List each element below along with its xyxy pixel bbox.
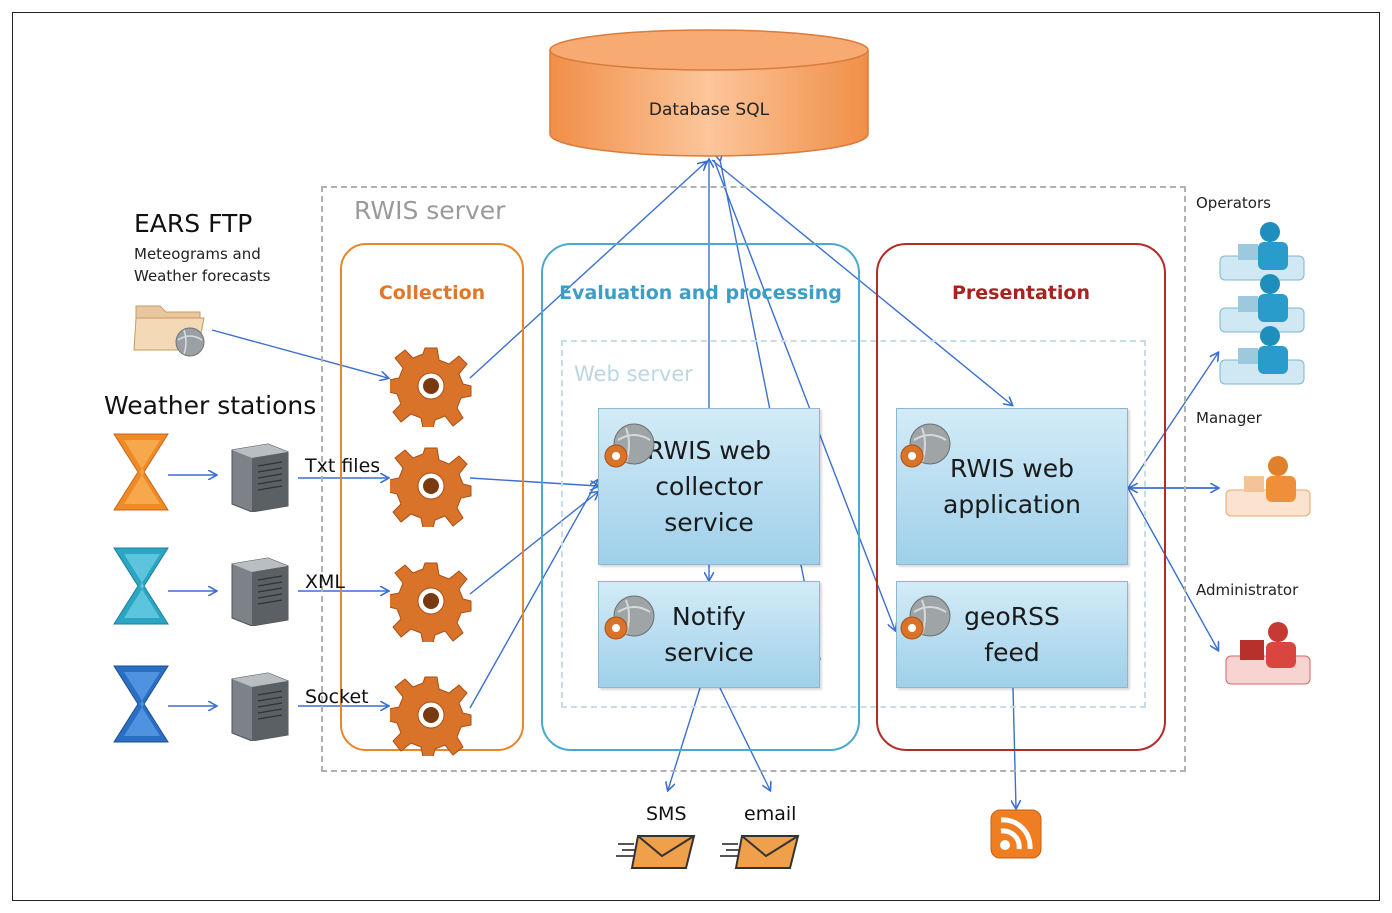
envelope-icon [720,835,800,869]
collection-title: Collection [378,282,486,304]
server-tower-icon [231,672,289,741]
notify-service-label: Notify service [664,601,754,667]
arrow-gear3-collector [469,492,598,595]
arrow-gear1-db [469,162,706,379]
arrow-notify-email [719,687,770,790]
socket-label: Socket [305,686,369,708]
administrator-icon [1225,622,1311,685]
presentation-title: Presentation [952,282,1090,304]
manager-icon [1225,456,1311,517]
folder-globe-icon [133,305,205,357]
arrow-notify-sms [668,687,701,790]
globe-gear-icon [900,595,951,640]
arrow-gear4-collector [469,480,598,709]
globe-gear-icon [900,423,951,468]
ears-title: EARS FTP [134,209,253,238]
arrow-webapp-operators [1127,353,1218,489]
txt-files-label: Txt files [305,455,381,477]
gear-icon [390,447,472,527]
evaluation-group [541,243,860,751]
ears-subtitle-2: Weather forecasts [134,267,271,285]
arrow-db-webapp [711,159,1012,405]
envelope-icon [616,835,696,869]
globe-gear-icon [604,595,655,640]
collector-service-label: RWIS web collector service [647,435,771,537]
weather-station-icon [113,547,169,625]
arrow-db-georss [713,159,895,630]
arrow-ears-to-collection [211,329,388,378]
gear-icon [390,562,472,642]
weather-stations-title: Weather stations [104,391,317,420]
weather-station-icon [113,433,169,511]
ears-subtitle-1: Meteograms and [134,245,261,263]
database-label: Database SQL [648,100,770,120]
manager-label: Manager [1196,409,1262,427]
rwis-server-label: RWIS server [354,196,506,225]
globe-gear-icon [604,423,655,468]
xml-label: XML [305,571,345,593]
web-server-label: Web server [574,362,693,386]
georss-label: geoRSS feed [964,601,1060,667]
operators-label: Operators [1196,194,1271,212]
email-label: email [744,803,797,825]
arrow-webapp-admin [1127,487,1218,650]
administrator-label: Administrator [1196,581,1299,599]
presentation-group [876,243,1166,751]
sms-label: SMS [646,803,687,825]
rwis-server-box [321,186,1186,772]
gear-icon [390,347,472,427]
weather-station-icon [113,665,169,743]
webapp-label: RWIS web application [943,453,1081,519]
server-tower-icon [231,557,289,626]
web-server-box [561,340,1146,708]
operator-icon [1219,222,1305,385]
arrow-georss-rss [1013,687,1016,808]
database-icon [549,29,869,157]
gear-icon [390,676,472,756]
server-tower-icon [231,443,289,512]
evaluation-title: Evaluation and processing [559,282,842,304]
rss-icon [990,809,1042,859]
arrow-gear2-collector [469,477,598,486]
